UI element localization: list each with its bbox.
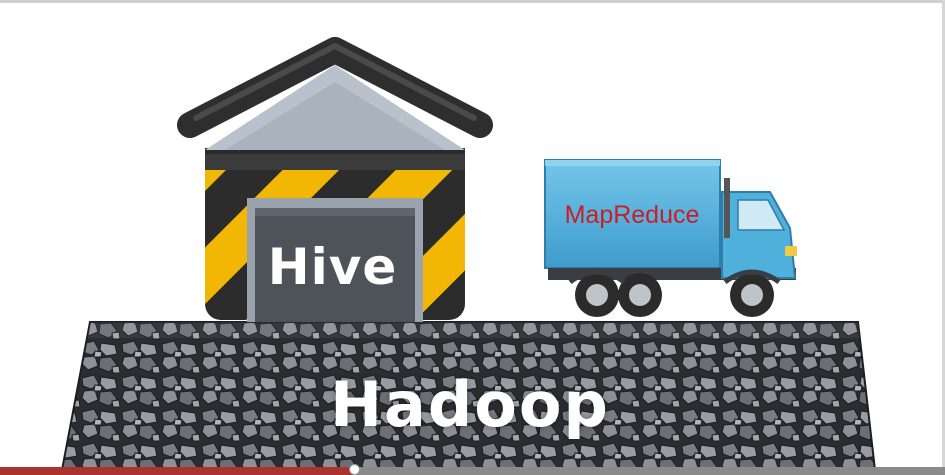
progress-scrubber-handle[interactable] <box>349 464 361 475</box>
warehouse-icon <box>177 37 493 322</box>
hadoop-foundation <box>60 321 877 471</box>
truck-icon <box>544 159 797 317</box>
hadoop-label: Hadoop <box>330 368 610 441</box>
window-top-border <box>0 0 945 3</box>
progress-fill <box>0 467 355 475</box>
hive-label: Hive <box>267 238 398 296</box>
mapreduce-label: MapReduce <box>564 201 700 229</box>
window-right-border <box>942 0 945 475</box>
video-progress-bar[interactable] <box>0 464 945 475</box>
